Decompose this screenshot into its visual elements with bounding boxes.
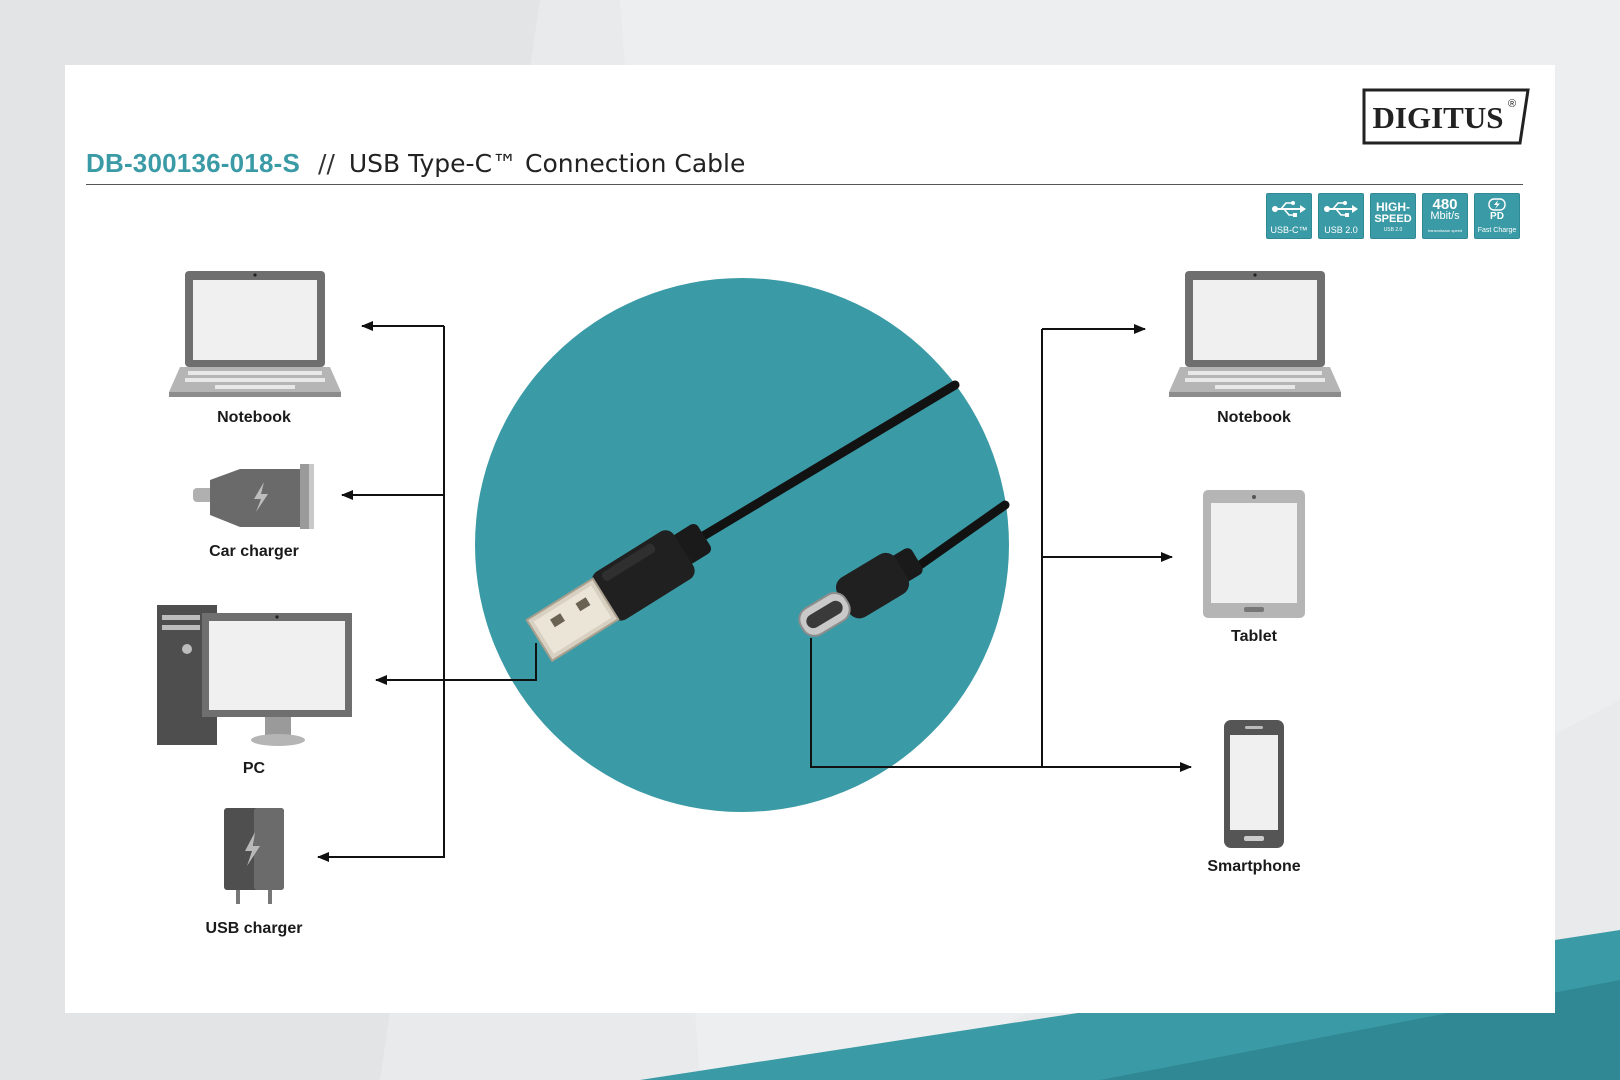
device-label-smartphone: Smartphone (1207, 858, 1301, 875)
right-connection-lines (810, 324, 1192, 772)
badge-label: USB 2.0 (1324, 225, 1358, 235)
usb-a-to-usb-c-cable-icon (475, 278, 1010, 812)
badge-480-mbits: 480 Mbit/s transmission speed (1422, 193, 1468, 239)
left-connection-lines (317, 321, 537, 862)
product-code: DB-300136-018-S (86, 148, 301, 178)
product-name: USB Type-C™ Connection Cable (348, 149, 746, 178)
badge-label: USB-C™ (1270, 225, 1308, 235)
usb-charger-icon (224, 808, 284, 904)
badge-main: PD (1490, 211, 1504, 222)
badge-foot: USB 2.0 (1383, 227, 1403, 233)
badge-pd-fast-charge: PD Fast Charge (1474, 193, 1520, 239)
device-label-notebook-left: Notebook (217, 409, 291, 426)
logo-text: DIGITUS (1373, 100, 1504, 135)
badge-sub: Mbit/s (1430, 210, 1460, 222)
device-label-notebook-right: Notebook (1217, 409, 1291, 426)
title-divider (86, 184, 1523, 185)
badge-main: 480 (1432, 196, 1458, 213)
feature-badges: USB-C™ USB 2.0 HIGH- SPEED USB 2.0 480 M… (1266, 193, 1520, 241)
usb-trident-icon (1272, 201, 1306, 217)
badge-foot: Fast Charge (1477, 227, 1517, 234)
badge-sub: SPEED (1374, 213, 1412, 225)
tablet-icon (1203, 490, 1305, 618)
pc-icon (157, 605, 352, 746)
digitus-logo: DIGITUS ® (1362, 88, 1530, 145)
usb-trident-icon (1324, 201, 1358, 217)
device-label-pc: PC (242, 760, 266, 777)
badge-usb-2: USB 2.0 (1318, 193, 1364, 239)
badge-foot: transmission speed (1427, 228, 1463, 233)
badge-high-speed: HIGH- SPEED USB 2.0 (1370, 193, 1416, 239)
device-label-car-charger: Car charger (209, 543, 299, 560)
device-label-tablet: Tablet (1231, 628, 1277, 645)
device-label-usb-charger: USB charger (205, 920, 303, 937)
smartphone-icon (1224, 720, 1284, 848)
title-row: DB-300136-018-S // USB Type-C™ Connectio… (86, 148, 745, 184)
notebook-icon (1169, 271, 1341, 397)
badge-usb-c: USB-C™ (1266, 193, 1312, 239)
title-separator: // (318, 149, 335, 178)
notebook-icon (169, 271, 341, 397)
car-charger-icon (193, 464, 314, 529)
lightning-icon (1488, 198, 1506, 211)
registered-mark: ® (1508, 98, 1516, 110)
badge-main: HIGH- (1376, 200, 1410, 214)
